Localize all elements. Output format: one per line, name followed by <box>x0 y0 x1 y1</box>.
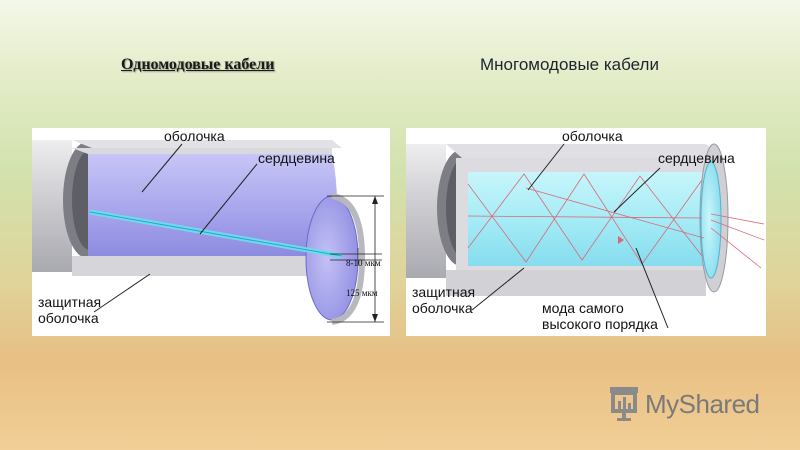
single-mode-title: Одномодовые кабели <box>121 56 275 73</box>
jacket-bottom-band <box>72 256 332 276</box>
single-cladding-label: оболочка <box>164 128 225 144</box>
leader-core <box>613 167 661 213</box>
jacket-top-band <box>72 140 342 148</box>
single-mode-cable-drawing <box>32 140 384 325</box>
light-rays <box>467 173 765 269</box>
leader-cladding <box>141 143 183 193</box>
multi-jacket-label-2: оболочка <box>412 300 473 316</box>
mode-label-1: мода самого <box>542 300 624 316</box>
logo-text: MyShared <box>645 389 760 419</box>
single-jacket-label-1: защитная <box>38 294 102 310</box>
jacket-tube-outer <box>406 144 446 278</box>
core-body <box>468 172 713 266</box>
multi-mode-cable-drawing <box>406 143 765 329</box>
single-jacket-label-2: оболочка <box>38 310 99 326</box>
multi-mode-title: Многомодовые кабели <box>480 55 659 74</box>
single-core-label: сердцевина <box>258 150 335 166</box>
leader-core <box>199 163 258 235</box>
mode-label-2: высокого порядка <box>542 316 658 332</box>
jacket-bottom-band <box>446 270 706 296</box>
multi-core-label: сердцевина <box>658 150 735 166</box>
leader-mode <box>635 247 669 329</box>
myshared-logo: MyShared <box>608 385 768 425</box>
multi-jacket-label-1: защитная <box>412 284 476 300</box>
multi-cladding-label: оболочка <box>562 128 623 144</box>
jacket-top-band <box>446 144 724 158</box>
multi-mode-diagram: оболочка сердцевина защитная оболочка мо… <box>406 128 766 336</box>
cladding-diameter-label: 125 мкм <box>346 288 378 298</box>
leader-jacket <box>471 267 525 311</box>
leader-cladding <box>527 143 565 191</box>
core-diameter-label: 8-10 мкм <box>346 258 381 268</box>
jacket-tube-outer <box>32 140 72 272</box>
cladding-body <box>88 154 337 256</box>
leader-jacket <box>93 273 151 313</box>
single-mode-diagram: оболочка сердцевина защитная оболочка 8-… <box>32 128 390 336</box>
presentation-board-icon <box>610 387 638 421</box>
